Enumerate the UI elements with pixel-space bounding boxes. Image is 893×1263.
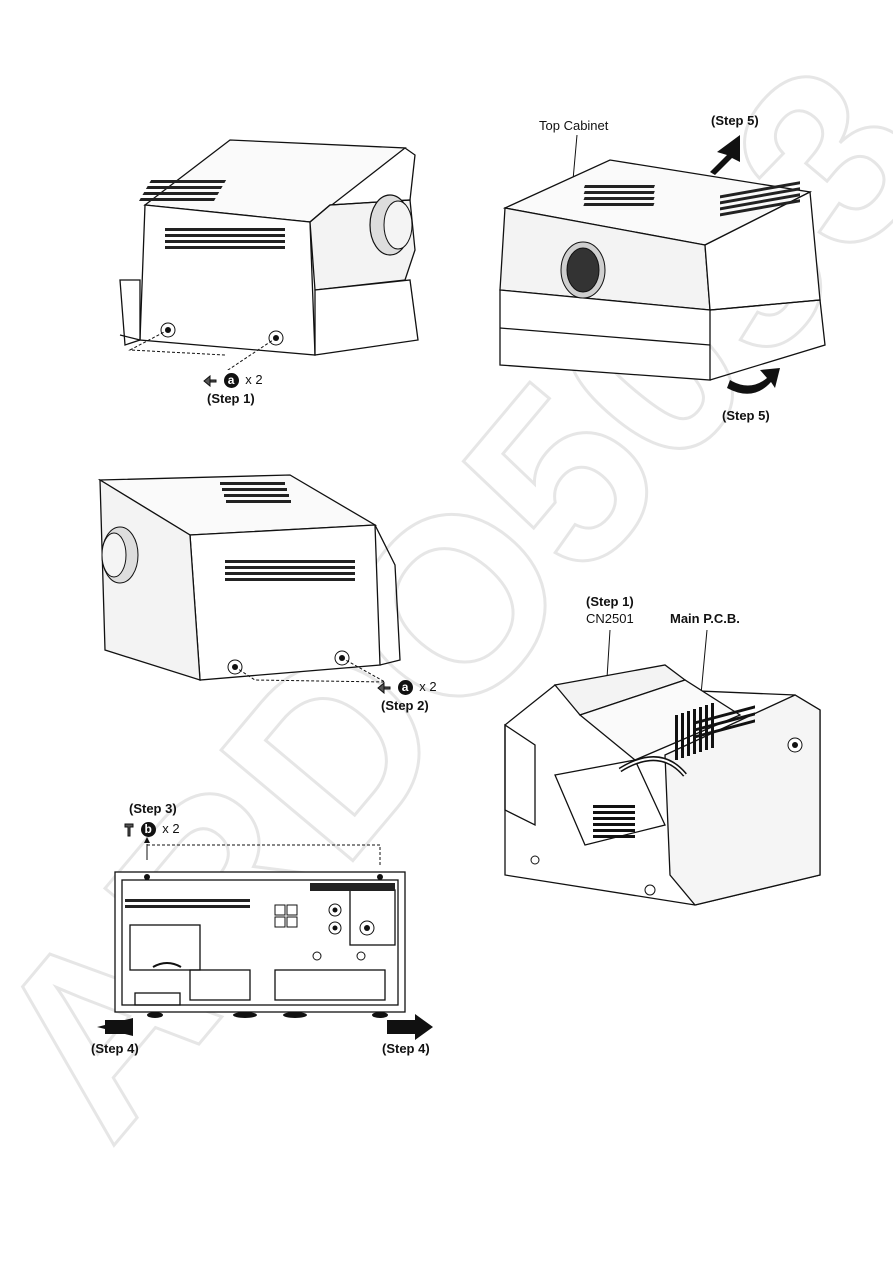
fig3-step4-left-label: (Step 4) bbox=[91, 1041, 139, 1056]
screw-count: x 2 bbox=[419, 679, 437, 694]
screw-badge: b bbox=[140, 822, 156, 838]
screw-icon bbox=[377, 681, 391, 694]
fig1-step-label: (Step 1) bbox=[207, 391, 255, 406]
fig4-step5-bottom-label: (Step 5) bbox=[722, 408, 770, 423]
screw-icon bbox=[124, 823, 134, 837]
figure-rear-panel-step3-4 bbox=[97, 837, 433, 1040]
screw-count: x 2 bbox=[162, 821, 180, 836]
fig5-connector-label: CN2501 bbox=[586, 611, 634, 626]
fig3-step3-label: (Step 3) bbox=[129, 801, 177, 816]
screw-badge: a bbox=[223, 373, 239, 389]
fig2-screw-callout: a x 2 bbox=[377, 679, 437, 696]
figure-top-cabinet-step5 bbox=[499, 134, 826, 394]
screw-icon bbox=[203, 374, 217, 387]
fig1-screw-callout: a x 2 bbox=[203, 372, 263, 389]
fig5-board-label: Main P.C.B. bbox=[670, 611, 740, 626]
fig4-step5-top-label: (Step 5) bbox=[711, 113, 759, 128]
fig2-step-label: (Step 2) bbox=[381, 698, 429, 713]
figure-side-view-step1 bbox=[119, 139, 419, 370]
figure-main-pcb bbox=[504, 629, 821, 906]
screw-count: x 2 bbox=[245, 372, 263, 387]
screw-badge: a bbox=[397, 680, 413, 696]
figure-side-view-step2 bbox=[97, 474, 401, 683]
fig3-step4-right-label: (Step 4) bbox=[382, 1041, 430, 1056]
fig3-screw-callout: b x 2 bbox=[124, 821, 180, 838]
fig4-top-cabinet-label: Top Cabinet bbox=[539, 118, 609, 133]
fig5-step1-label: (Step 1) bbox=[586, 594, 634, 609]
